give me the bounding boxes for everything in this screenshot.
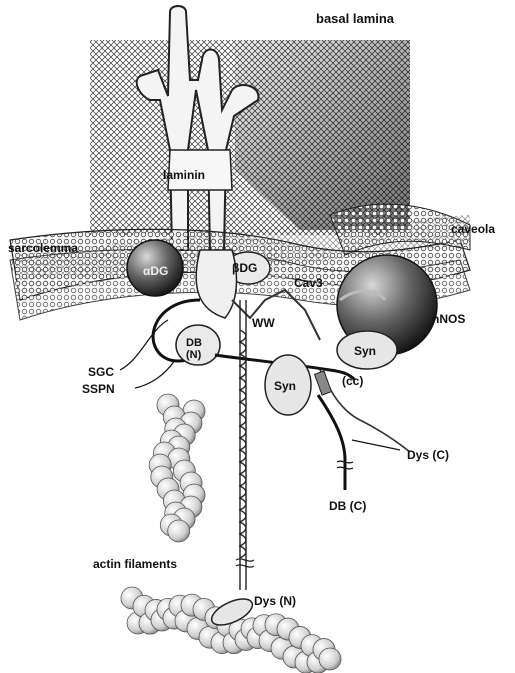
label-syn-upper: Syn xyxy=(354,344,376,358)
label-ww: WW xyxy=(252,316,275,330)
actin-filament-vertical xyxy=(149,394,205,542)
label-cav3: Cav3 xyxy=(294,276,323,290)
label-db-c: DB (C) xyxy=(329,499,366,513)
label-nnos: nNOS xyxy=(432,312,465,326)
label-caveola: caveola xyxy=(451,222,495,236)
actin-bead xyxy=(319,648,341,670)
label-actin-filaments: actin filaments xyxy=(93,557,177,571)
label-beta-dg: βDG xyxy=(232,261,257,275)
label-sspn: SSPN xyxy=(82,382,115,396)
dys-c-strand xyxy=(320,370,410,452)
label-db-n: DB xyxy=(186,337,202,349)
label-sarcolemma: sarcolemma xyxy=(8,241,78,255)
label-syn-lower: Syn xyxy=(274,379,296,393)
label-dys-c: Dys (C) xyxy=(407,448,449,462)
actin-bead xyxy=(168,520,190,542)
label-laminin: laminin xyxy=(163,168,205,182)
db-c-strand xyxy=(318,395,345,490)
label-sgc: SGC xyxy=(88,365,114,379)
label-db-n-paren: (N) xyxy=(186,349,202,361)
label-cc: (cc) xyxy=(342,374,363,388)
actin-filament-horizontal xyxy=(121,587,341,673)
dystrophin-rod xyxy=(236,300,254,590)
label-basal-lamina: basal lamina xyxy=(316,11,395,26)
label-alpha-dg: αDG xyxy=(143,264,168,278)
label-dys-n: Dys (N) xyxy=(254,594,296,608)
